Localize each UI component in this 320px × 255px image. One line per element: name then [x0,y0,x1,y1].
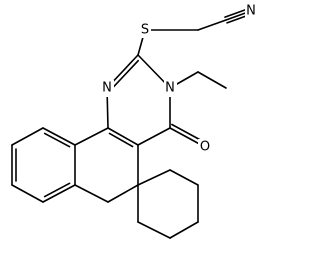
atom-ring-nitrogen-3: N [164,80,177,97]
chemical-structure: S N N N O [11,3,258,239]
bond-ethyl [197,71,227,89]
bond-spiro-ch2 [107,184,139,203]
bond-c8a-c4a-double [108,132,134,148]
atom-label-carbonyl-oxygen: O [200,140,210,155]
bond-cy-5 [137,221,171,239]
bond-c9a-b1-double [43,132,71,148]
bond-c4a-c4 [137,127,171,146]
atom-label-nitrile-nitrogen: N [246,4,256,19]
bond-layer [11,7,253,239]
atom-label-ring-nitrogen-1: N [102,81,112,96]
bond-b3-b4 [11,184,44,203]
bond-c2-n1-double [111,59,139,89]
bond-c8a-c9a [74,127,109,146]
atom-carbonyl-oxygen: O [198,139,212,156]
bond-b4-c5a [42,184,76,203]
bond-cy-4 [169,221,199,239]
atom-label-ring-nitrogen-3: N [165,81,175,96]
bond-cy-2 [169,169,199,186]
bond-b1-b2 [11,127,44,146]
atom-label-sulfur: S [141,23,149,38]
bond-c9a-b1 [42,127,76,146]
atom-sulfur: S [139,21,151,38]
bond-b4-c5a-double [43,182,71,198]
bond-ch2-c5a [74,184,109,203]
bond-cy-1 [137,169,171,186]
atom-nitrile-nitrogen: N [245,3,258,20]
atom-ring-nitrogen-1: N [101,80,114,97]
bond-c8a-c4a [107,127,139,146]
bond-ch2-cnitrile [197,19,227,31]
